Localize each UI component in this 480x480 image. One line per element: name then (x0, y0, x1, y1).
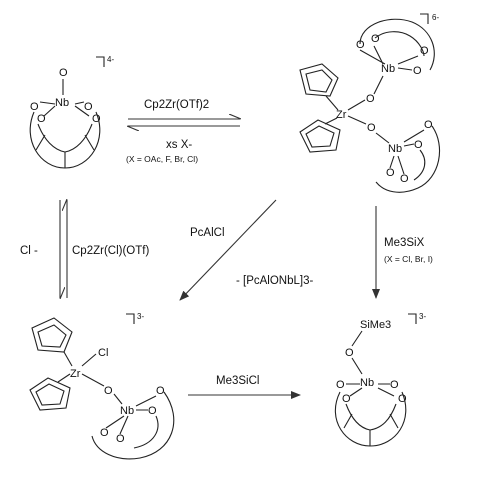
sime3-label: SiMe3 (360, 319, 391, 331)
ligand-cage-links (35, 134, 95, 168)
reagent-right-down: Me3SiX (384, 237, 425, 249)
oxygen-label: O (400, 173, 409, 185)
charge-label: 4- (107, 55, 114, 64)
reagent-left-down: Cp2Zr(Cl)(OTf) (72, 245, 149, 257)
oxygen-label: O (356, 39, 365, 51)
zirconium-label: Zr (70, 368, 81, 380)
zr-o-bond (347, 115, 367, 125)
si-o-bond (351, 330, 363, 347)
compound-zr-cl-nb: Zr Cl O Nb O O O O 3- (29, 312, 175, 460)
ligand-cage-inner (345, 403, 397, 431)
nb-o-bonds (39, 101, 90, 117)
bracket (126, 313, 135, 324)
ligand-cage-links (343, 413, 399, 446)
chlorine-label: Cl (98, 347, 108, 359)
charge-label: 6- (432, 13, 439, 22)
bracket (408, 313, 417, 324)
bridging-oxygen-upper: O (366, 93, 375, 105)
zirconium-label: Zr (336, 109, 347, 121)
ligand-cage-inner (37, 123, 93, 153)
nb-o-bonds (105, 395, 157, 435)
niobium-label: Nb (120, 405, 134, 417)
oxygen-label: O (420, 45, 429, 57)
charge-label: 3- (419, 312, 426, 321)
bridging-oxygen: O (345, 347, 354, 359)
nb-o-bonds (389, 129, 425, 175)
cp-ring-upper-inner (305, 69, 333, 93)
bridging-oxygen: O (104, 385, 113, 397)
o-nb-bond (113, 393, 123, 405)
oxygen-label: O (390, 379, 399, 391)
cp-ring-upper (299, 63, 339, 97)
charge-label: 3- (137, 312, 144, 321)
reagent-bottom: Me3SiCl (216, 375, 259, 387)
oxygen-label: O (148, 405, 157, 417)
zr-cl-bond (81, 353, 97, 367)
oxygen-label: O (398, 393, 407, 405)
cp-zr-bond (325, 95, 339, 111)
zr-o-bond (81, 373, 105, 387)
oxygen-label: O (414, 139, 423, 151)
cp-ring-lower (299, 119, 341, 153)
ligand-cage-inner (133, 415, 159, 449)
nb-o-bonds (359, 45, 419, 71)
bracket (96, 56, 105, 67)
cp-zr-bond (63, 351, 73, 367)
oxygen-label: O (424, 119, 433, 131)
oxygen-label: O (116, 433, 125, 445)
byproduct-diagonal: - [PcAlONbL]3- (236, 275, 313, 287)
reagent-top-forward: Cp2Zr(OTf)2 (144, 99, 209, 111)
o-nb-bond (373, 75, 384, 95)
zr-o-bond (347, 99, 366, 111)
bracket (420, 13, 429, 24)
cp-ring-lower (29, 377, 71, 411)
oxygen-right-2: O (92, 113, 101, 125)
cp-ring-lower-inner (35, 383, 65, 406)
compound-nb-oxo: O Nb O O O O 4- (29, 55, 114, 169)
reagent-top-reverse-note: (X = OAc, F, Br, Cl) (126, 154, 198, 164)
niobium-lower-label: Nb (388, 143, 402, 155)
reagent-right-down-note: (X = Cl, Br, I) (384, 254, 433, 264)
oxygen-label: O (100, 427, 109, 439)
o-nb-bond (351, 357, 363, 375)
compound-nb-osime3: SiMe3 O Nb O O O O 3- (334, 312, 426, 447)
diagonal-arrow (179, 199, 277, 301)
cp-ring-upper (31, 317, 73, 353)
niobium-label: Nb (360, 377, 374, 389)
reagent-top-reverse: xs X- (166, 139, 192, 151)
equilibrium-arrow-top (128, 119, 240, 126)
reagent-diagonal: PcAlCl (190, 227, 225, 239)
oxygen-right-1: O (84, 101, 93, 113)
oxygen-label: O (371, 33, 380, 45)
equilibrium-arrow-left (59, 200, 68, 298)
cp-ring-upper-inner (37, 324, 67, 348)
niobium-label: Nb (55, 97, 69, 109)
terminal-oxygen: O (59, 67, 68, 79)
ligand-cage (359, 18, 435, 71)
niobium-upper-label: Nb (381, 63, 395, 75)
oxygen-left-1: O (30, 101, 39, 113)
compound-zr-bis-nb: O O Nb O O O Zr O Nb O O O O 6- (299, 13, 441, 193)
oxygen-label: O (386, 167, 395, 179)
cp-zr-bond (324, 117, 338, 125)
ligand-cage-inner (374, 31, 425, 57)
nb-o-bonds (346, 383, 395, 397)
oxygen-label: O (413, 65, 422, 77)
cp-ring-lower-inner (305, 125, 335, 148)
oxygen-label: O (336, 379, 345, 391)
bridging-oxygen-lower: O (367, 122, 376, 134)
ligand-cage-inner (413, 149, 426, 181)
cp-zr-bond (57, 373, 71, 383)
ligand-cage (91, 391, 175, 460)
oxygen-label: O (156, 385, 165, 397)
reagent-left-up: Cl - (20, 245, 38, 257)
oxygen-left-2: O (37, 113, 46, 125)
ligand-cage (375, 125, 441, 193)
o-nb-bond (375, 132, 390, 144)
oxygen-label: O (342, 393, 351, 405)
